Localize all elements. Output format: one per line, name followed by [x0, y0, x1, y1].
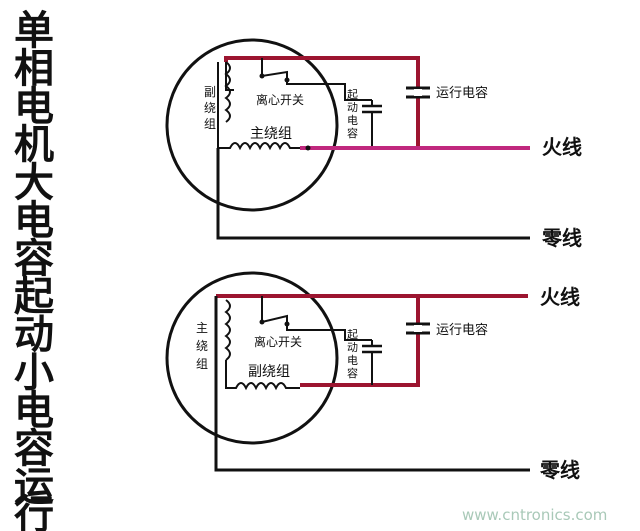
neutral-wire: [214, 296, 530, 472]
live-label: 火线: [540, 285, 580, 309]
title-char: 电: [14, 83, 54, 130]
title-char: 行: [14, 491, 54, 531]
run-cap-label: 运行电容: [436, 322, 488, 338]
start-cap-label: 起: [347, 88, 358, 101]
main-coil: [218, 142, 300, 151]
run-cap-label: 运行电容: [436, 85, 488, 101]
aux-winding-label: 副绕组: [248, 364, 290, 380]
run-cap-gap: [414, 89, 422, 96]
neutral-label: 零线: [541, 226, 582, 250]
title-char: 相: [14, 45, 54, 92]
main-winding-label: 绕: [196, 339, 208, 353]
title-char: 动: [14, 311, 54, 358]
junction: [305, 145, 311, 151]
start-cap-label: 容: [347, 126, 358, 140]
live-label: 火线: [542, 135, 582, 159]
vertical-title: 单 相 电 机 大 电 容 起 动 小 电 容 运 行: [14, 7, 55, 531]
title-char: 电: [14, 197, 54, 244]
start-cap-label: 电: [347, 114, 358, 127]
switch-contact: [284, 321, 290, 327]
top-diagram: 副 绕 组 离心开关 起 动 电 容 运行电容 主绕组 火线 零线: [165, 38, 582, 250]
title-char: 单: [14, 7, 54, 54]
watermark: www.cntronics.com: [462, 506, 607, 524]
neutral-wire: [216, 148, 530, 240]
aux-coil: [225, 360, 300, 391]
main-winding-label: 主绕组: [250, 126, 292, 142]
title-char: 机: [14, 121, 54, 168]
main-winding-label: 组: [196, 357, 208, 371]
title-char: 起: [14, 273, 55, 320]
red-wire: [224, 56, 420, 148]
title-char: 容: [14, 235, 54, 282]
switch-contact: [259, 73, 265, 79]
aux-winding-label: 组: [204, 117, 216, 131]
title-char: 大: [14, 159, 54, 206]
run-cap-gap: [414, 325, 422, 332]
start-cap-label: 动: [347, 101, 358, 114]
title-char: 运: [14, 463, 54, 510]
switch-contact: [259, 319, 265, 325]
aux-winding-label: 绕: [204, 101, 216, 115]
title-char: 容: [14, 425, 54, 472]
centrifugal-switch-label: 离心开关: [254, 334, 302, 349]
title-char: 电: [14, 387, 54, 434]
centrifugal-switch-label: 离心开关: [256, 92, 304, 107]
bottom-diagram: 主 绕 组 离心开关 起 动 电 容 运行电容 副绕组 火线 零线: [165, 271, 580, 482]
start-cap-label: 动: [347, 341, 358, 354]
switch-contact: [284, 77, 290, 83]
aux-coil: [224, 61, 231, 123]
aux-wire: [225, 62, 234, 91]
motor-outline: [165, 38, 339, 212]
neutral-label: 零线: [539, 458, 580, 482]
start-cap-label: 电: [347, 354, 358, 367]
main-winding-label: 主: [196, 321, 208, 335]
start-cap-label: 容: [347, 366, 358, 380]
main-coil: [224, 299, 231, 361]
motor-outline: [165, 271, 339, 445]
aux-winding-label: 副: [204, 85, 216, 99]
start-cap-label: 起: [347, 328, 358, 341]
title-char: 小: [14, 349, 54, 396]
